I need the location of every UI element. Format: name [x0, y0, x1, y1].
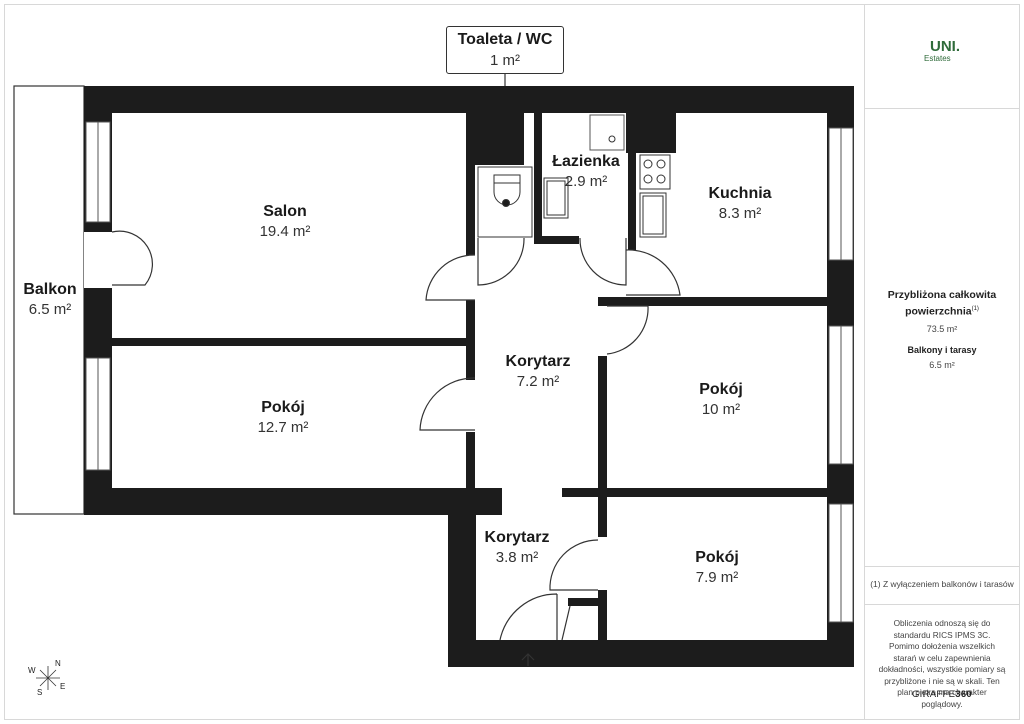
- total-title-line2: powierzchnia: [905, 305, 972, 318]
- wc-fixtures: [477, 135, 671, 238]
- room-name-korytarz-small: Korytarz: [485, 529, 550, 546]
- balcony-outline: [13, 85, 85, 515]
- info-sidebar: [864, 4, 1020, 720]
- room-area-pokoj-right: 10 m²: [702, 401, 740, 418]
- room-area-korytarz-main: 7.2 m²: [517, 373, 560, 390]
- wc-callout: Toaleta / WC 1 m²: [446, 26, 564, 74]
- logo-sub: Estates: [924, 54, 951, 63]
- room-area-lazienka: 2.9 m²: [565, 173, 608, 190]
- total-superscript: (1): [971, 306, 979, 312]
- balconies-title: Balkony i tarasy: [907, 344, 977, 355]
- balconies-value: 6.5 m²: [929, 359, 955, 370]
- brand-logo: GIRAFFE360: [870, 689, 1014, 700]
- total-value: 73.5 m²: [926, 323, 958, 334]
- walls: [84, 86, 854, 667]
- room-name-lazienka: Łazienka: [552, 153, 620, 170]
- total-title-line2-wrap: powierzchnia(1): [870, 302, 1014, 319]
- room-name-kuchnia: Kuchnia: [708, 185, 771, 202]
- total-title-line1: Przybliżona całkowita: [887, 289, 997, 301]
- disclaimer: Obliczenia odnoszą się do standardu RICS…: [878, 618, 1006, 709]
- room-name-pokoj-left: Pokój: [261, 399, 305, 416]
- room-name-pokoj-right: Pokój: [699, 381, 743, 398]
- wc-name: Toaleta / WC: [457, 31, 553, 48]
- wc-area: 1 m²: [490, 52, 520, 69]
- room-area-kuchnia: 8.3 m²: [719, 205, 762, 222]
- room-name-korytarz-main: Korytarz: [506, 353, 571, 370]
- room-name-salon: Salon: [263, 203, 307, 220]
- room-area-balkon: 6.5 m²: [29, 301, 72, 318]
- footnote: (1) Z wyłączeniem balkonów i tarasów: [870, 579, 1014, 589]
- entrance-arrow-icon: [521, 653, 535, 666]
- balcony-door-gap: [84, 232, 112, 288]
- room-area-pokoj-small: 7.9 m²: [696, 569, 739, 586]
- room-area-salon: 19.4 m²: [260, 223, 311, 240]
- room-area-korytarz-small: 3.8 m²: [496, 549, 539, 566]
- sidebar-divider: [864, 108, 1020, 109]
- doors: [111, 230, 681, 641]
- compass-icon: N E S W: [28, 659, 65, 697]
- compass-n: N: [55, 659, 61, 668]
- sidebar-divider: [864, 604, 1020, 605]
- compass-e: E: [60, 682, 65, 691]
- logo-mark: UNI.: [930, 38, 960, 55]
- sidebar-divider: [864, 566, 1020, 567]
- window-lines: [97, 122, 842, 622]
- room-name-balkon: Balkon: [23, 281, 76, 298]
- compass-w: W: [28, 666, 36, 675]
- compass-s: S: [37, 688, 42, 697]
- total-area-block: Przybliżona całkowita powierzchnia(1) 73…: [870, 288, 1014, 370]
- room-name-pokoj-small: Pokój: [695, 549, 739, 566]
- room-area-pokoj-left: 12.7 m²: [258, 419, 309, 436]
- brand-a: GIRAFFE: [911, 689, 956, 700]
- estate-logo: UNI. Estates: [910, 38, 980, 63]
- drawing-frame: [4, 4, 1020, 720]
- brand-b: 360: [955, 689, 973, 700]
- floor-plan: Salon 19.4 m² Balkon 6.5 m² Pokój 12.7 m…: [13, 74, 854, 697]
